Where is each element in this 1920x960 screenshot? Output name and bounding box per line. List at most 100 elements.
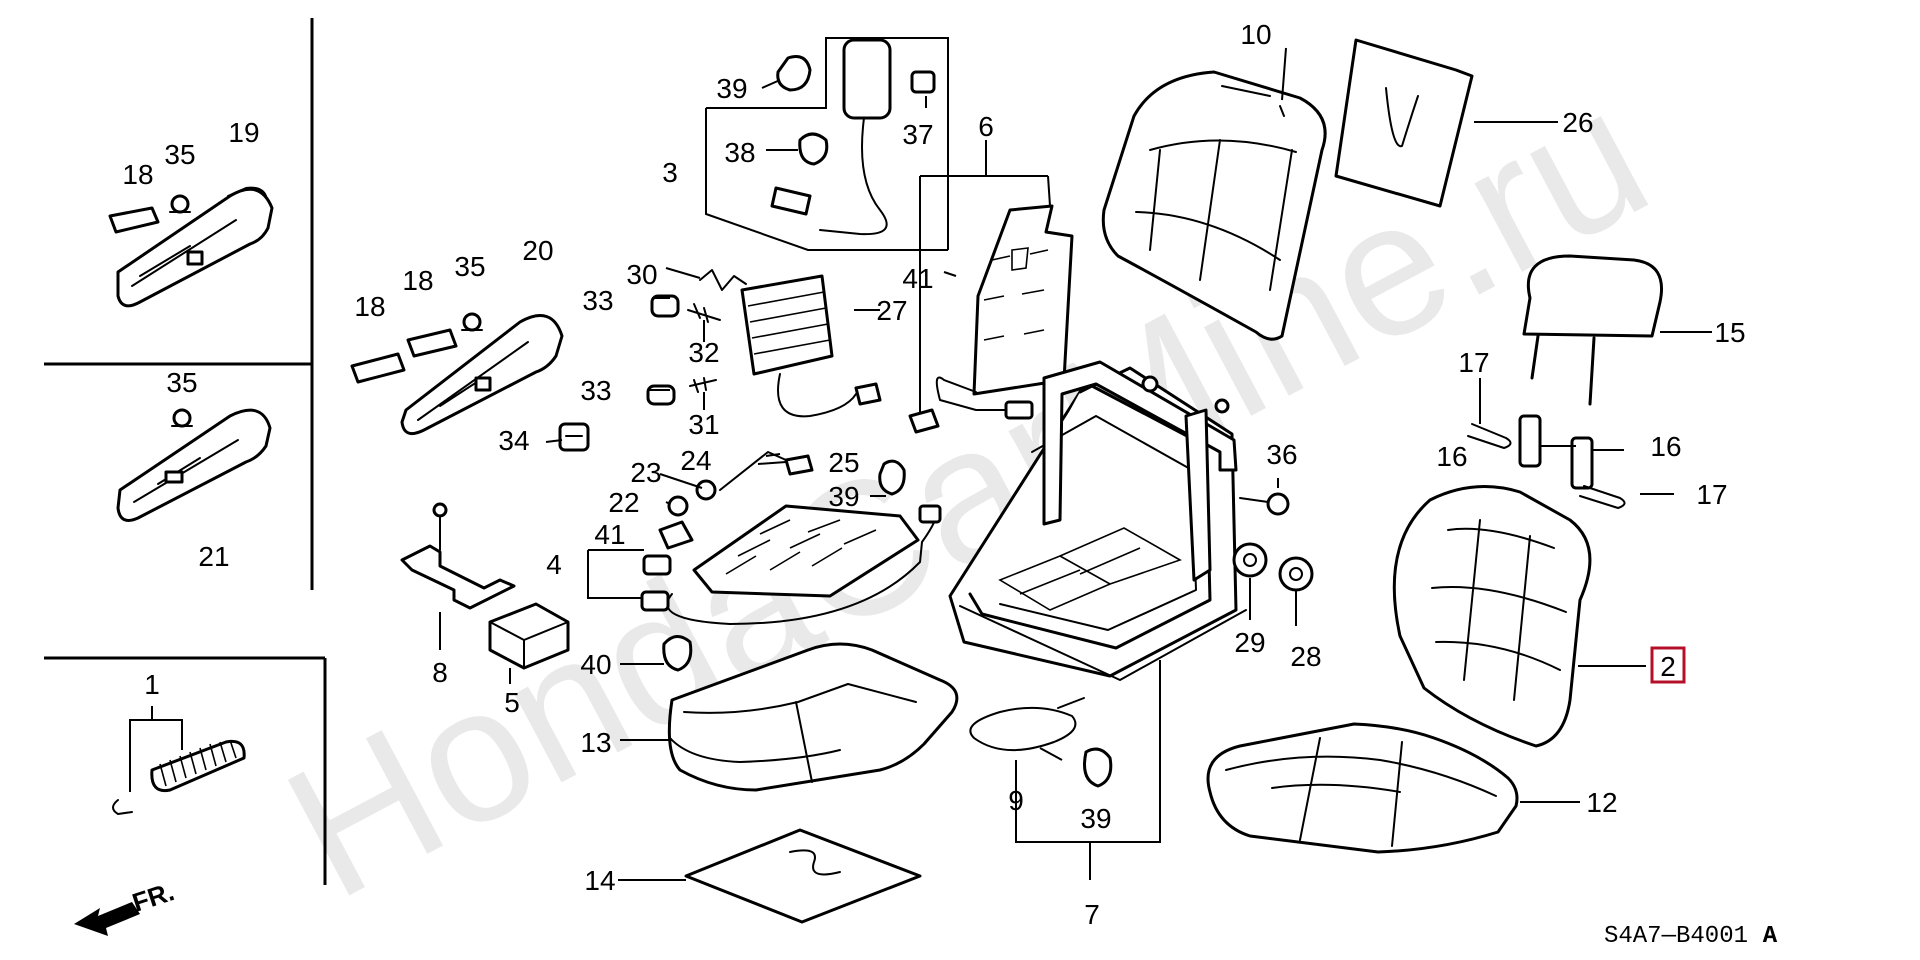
label-9: 9 [1008,785,1024,816]
screw-35-center[interactable] [461,312,483,332]
label-13: 13 [580,727,611,758]
diagram-code: S4A7—B4001 A [1604,923,1778,950]
leader-group-7 [1015,660,1161,880]
cap-33-top[interactable] [650,294,680,318]
cover-18-b[interactable] [406,328,458,358]
knob-28[interactable] [1278,556,1314,592]
clip-40[interactable] [662,635,693,672]
cover-18-a[interactable] [350,352,406,384]
label-10: 10 [1240,19,1271,50]
seat-trim-20[interactable] [400,314,564,436]
clip-39-top[interactable] [776,55,812,92]
panel-dividers [44,18,327,885]
front-direction-arrow: FR. [74,876,178,936]
nut-37[interactable] [910,70,936,94]
label-15: 15 [1714,317,1745,348]
clip-39-bottom[interactable] [1083,747,1113,788]
guide-16-left[interactable] [1518,414,1542,468]
label-40: 40 [580,649,611,680]
seat-pad-13[interactable] [667,642,959,792]
label-35a: 35 [164,139,195,170]
screw-35-inset-2[interactable] [171,408,193,428]
label-19: 19 [228,117,259,148]
label-7: 7 [1084,899,1100,930]
lumbar-27[interactable] [740,274,882,418]
harness-3[interactable] [705,37,949,251]
cover-18-inset[interactable] [108,206,160,234]
clip-17-right[interactable] [1579,485,1626,509]
cable-30[interactable] [699,269,747,291]
label-38: 38 [724,137,755,168]
label-12: 12 [1586,787,1617,818]
pad-sheet-14[interactable] [684,828,922,924]
label-23: 23 [630,457,661,488]
backrest-insert-26[interactable] [1334,38,1474,208]
label-18b: 18 [354,291,385,322]
bolt-36[interactable] [1239,492,1290,516]
label-29: 29 [1234,627,1265,658]
label-28: 28 [1290,641,1321,672]
clip-38[interactable] [798,132,829,166]
label-21: 21 [198,541,229,572]
backrest-cover-2[interactable] [1392,485,1592,748]
label-37: 37 [902,119,933,150]
screw-35-inset[interactable] [169,194,191,214]
bracket-8[interactable] [400,502,516,610]
highlighted-part-2[interactable]: 2 [1650,646,1686,684]
label-16a: 16 [1436,441,1467,472]
guide-16-right[interactable] [1570,436,1594,490]
label-17b: 17 [1696,479,1727,510]
clip-34[interactable] [558,422,590,452]
label-39a: 39 [716,73,747,104]
leader-lines [439,47,1712,881]
direction-label: FR. [129,876,178,917]
label-16b: 16 [1650,431,1681,462]
clip-23[interactable] [695,479,717,501]
pin-32[interactable] [687,303,721,323]
headrest-15[interactable] [1522,254,1663,406]
label-4: 4 [546,549,562,580]
rod-24[interactable] [719,451,787,491]
pin-31[interactable] [689,377,717,393]
label-6: 6 [978,111,994,142]
seat-cover-12[interactable] [1206,722,1519,854]
knob-29[interactable] [1232,542,1268,578]
label-3: 3 [662,157,678,188]
label-36: 36 [1266,439,1297,470]
seat-heater-4[interactable] [587,504,942,625]
label-22: 22 [608,487,639,518]
label-14: 14 [584,865,615,896]
label-18c: 18 [402,265,433,296]
label-20: 20 [522,235,553,266]
clip-25[interactable] [784,454,814,476]
seat-trim-19[interactable] [116,186,274,308]
nut-22[interactable] [667,495,689,517]
clip-39-mid[interactable] [878,459,906,496]
module-5[interactable] [488,602,570,670]
backrest-pad-10[interactable] [1101,70,1327,341]
label-39c: 39 [1080,803,1111,834]
heater-mat-6[interactable] [908,140,1074,434]
diagram-code-text: S4A7—B4001 [1604,923,1748,950]
label-18a: 18 [122,159,153,190]
clip-17-left[interactable] [1467,423,1512,449]
label-30: 30 [626,259,657,290]
clip-41-lower[interactable] [658,520,694,550]
label-32: 32 [688,337,719,368]
label-35b: 35 [166,367,197,398]
cable-9[interactable] [969,697,1085,751]
cap-33-bottom[interactable] [646,384,676,406]
label-33b: 33 [580,375,611,406]
part-labels: 1 18 35 19 35 21 18 18 35 20 34 8 5 4 41… [122,19,1745,930]
label-41a: 41 [902,263,933,294]
seat-frame[interactable] [948,360,1247,681]
label-41b: 41 [594,519,625,550]
label-25: 25 [828,447,859,478]
label-34: 34 [498,425,529,456]
label-35c: 35 [454,251,485,282]
label-26: 26 [1562,107,1593,138]
label-17a: 17 [1458,347,1489,378]
spring-1[interactable] [112,706,246,815]
seat-trim-21[interactable] [116,408,272,522]
